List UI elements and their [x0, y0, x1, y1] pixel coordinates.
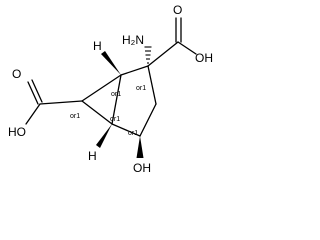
molecule-structure: H₂N O OH O HO OH H H or1 or1 or1 or1 or1 — [8, 3, 213, 175]
wedge-bond-c4-oh — [136, 136, 144, 158]
bond-c1-c2 — [120, 65, 149, 76]
bond-left-c-double-o-b — [31, 79, 43, 103]
bond-c4-c5 — [111, 123, 141, 137]
bond-c3-c4 — [139, 103, 157, 137]
stereo-label-c1: or1 — [111, 91, 121, 98]
bond-c6-c5 — [81, 100, 113, 125]
bond-left-c-double-o-a — [27, 81, 39, 105]
atom-label-hydroxyl: OH — [133, 161, 151, 175]
wedge-bond-c5-h — [96, 124, 112, 148]
bond-c2-c3 — [147, 65, 157, 105]
atom-label-right-acid-o: O — [173, 3, 182, 17]
atom-label-right-acid-oh: OH — [195, 51, 213, 65]
bond-c1-c6 — [81, 74, 122, 102]
stereo-label-c5: or1 — [110, 116, 120, 123]
hashed-bond-c2-nh2 — [144, 46, 152, 64]
bond-c6-carboxyl-left — [39, 100, 83, 105]
stereo-label-c2: or1 — [136, 85, 146, 92]
wedge-bond-c1-h — [101, 51, 121, 75]
stereo-label-c4: or1 — [128, 130, 138, 137]
stereo-label-c6: or1 — [70, 113, 80, 120]
atom-label-h-top: H — [93, 39, 102, 53]
atom-label-nh2: H₂N — [122, 33, 144, 47]
atom-label-left-acid-oh: HO — [8, 125, 26, 139]
atom-label-left-acid-o: O — [12, 67, 21, 81]
bond-left-c-oh — [25, 103, 41, 125]
bond-c2-carboxyl-right — [147, 41, 179, 67]
bond-c5-c1 — [111, 74, 122, 125]
bond-right-c-oh — [177, 41, 197, 55]
atom-label-h-bottom: H — [88, 149, 97, 163]
